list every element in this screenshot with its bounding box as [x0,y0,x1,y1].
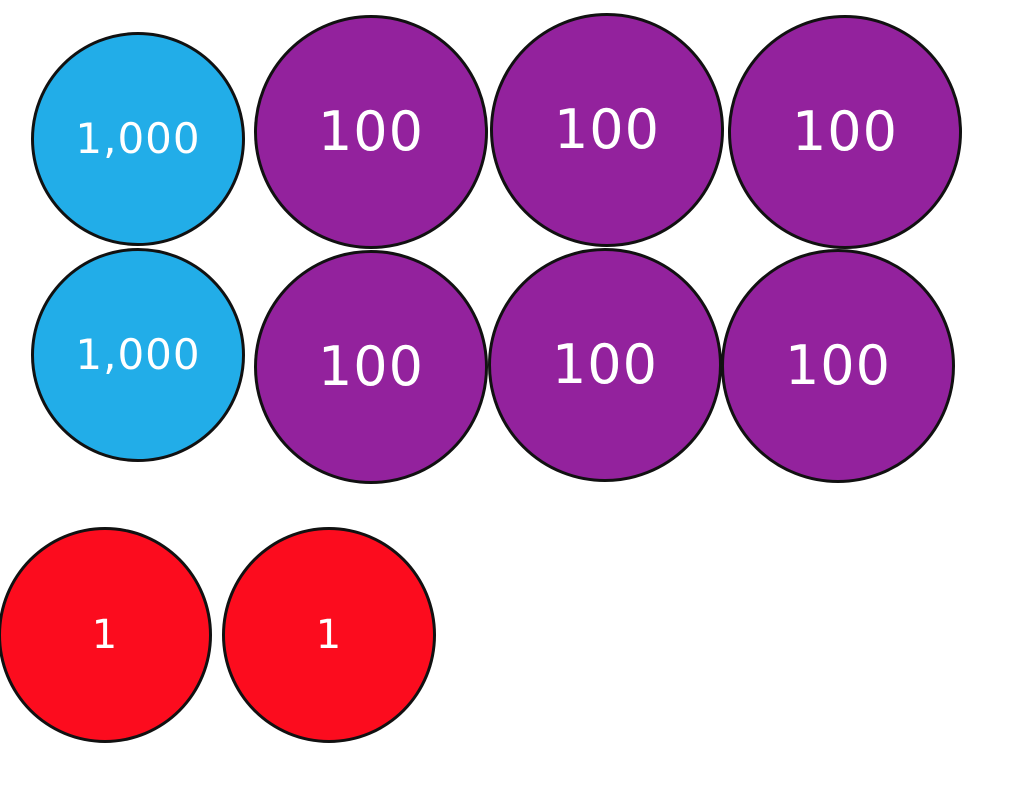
thousand-disc: 1,000 [31,248,245,462]
hundred-disc: 100 [728,15,962,249]
hundred-disc: 100 [254,250,488,484]
disc-label: 1 [315,612,343,658]
disc-label: 100 [553,98,661,161]
disc-label: 100 [551,333,659,396]
hundred-disc: 100 [721,249,955,483]
disc-label: 1,000 [75,330,201,379]
disc-label: 100 [784,334,892,397]
thousand-disc: 1,000 [31,32,245,246]
disc-label: 100 [317,100,425,163]
one-disc: 1 [222,527,436,743]
hundred-disc: 100 [490,13,724,247]
disc-label: 1,000 [75,114,201,163]
one-disc: 1 [0,527,212,743]
disc-label: 100 [791,100,899,163]
disc-label: 100 [317,335,425,398]
disc-label: 1 [91,612,119,658]
hundred-disc: 100 [488,248,722,482]
hundred-disc: 100 [254,15,488,249]
